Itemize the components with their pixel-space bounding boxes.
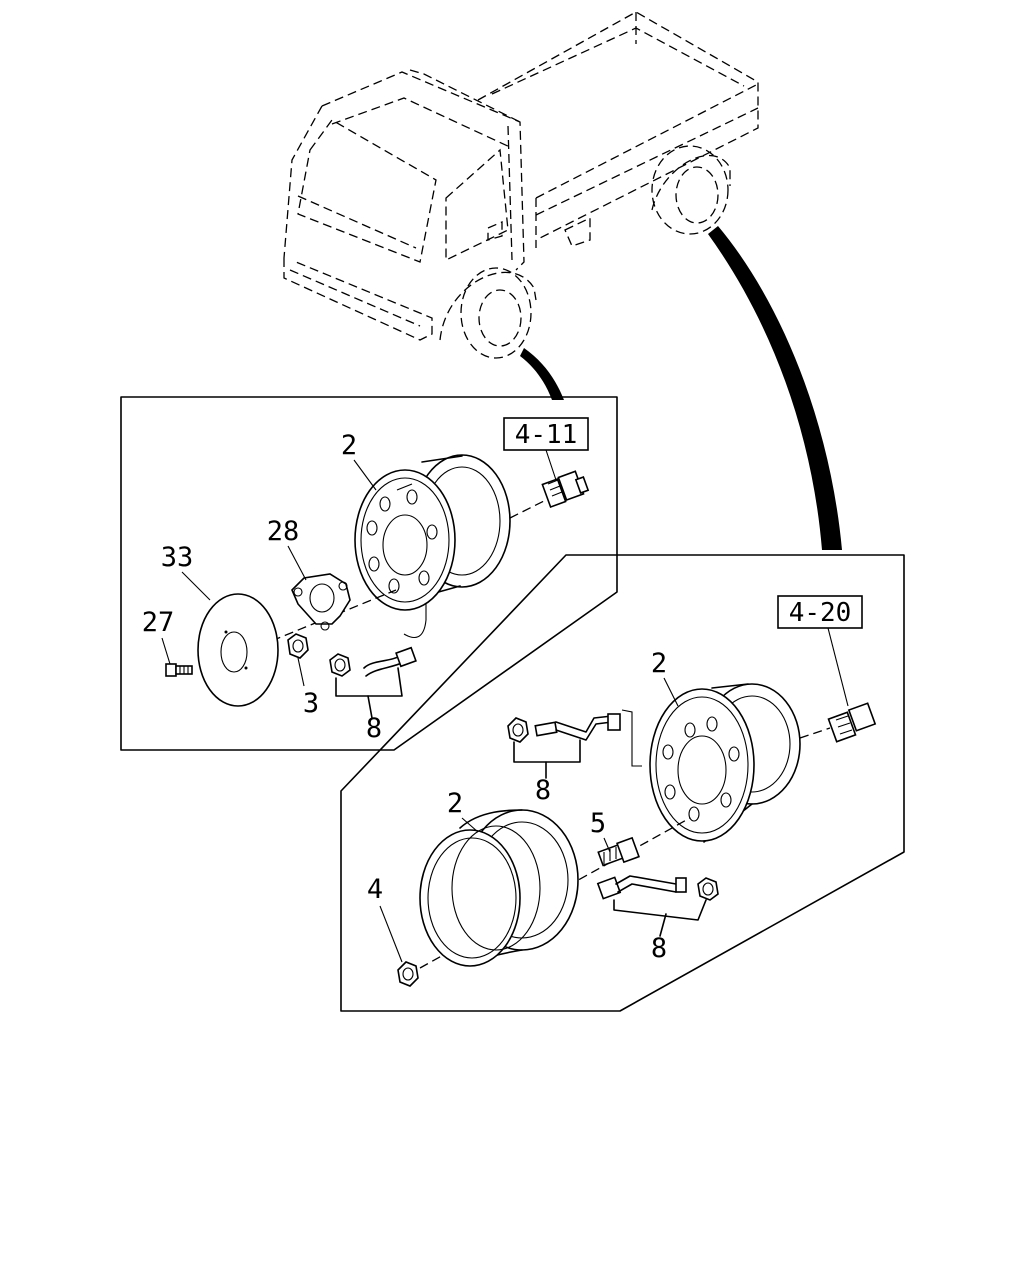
rear-valve-extension — [827, 702, 877, 743]
truck-illustration — [283, 11, 759, 359]
rear-wheel-assembly — [397, 683, 877, 987]
front-hub-cap-callout: 28 — [267, 516, 300, 547]
rear-ref-box: 4-20 — [777, 595, 863, 629]
rear-nut — [397, 961, 419, 987]
rear-stud — [597, 836, 640, 867]
front-valve-set — [329, 604, 427, 719]
rear-valve-set-lower-callout: 8 — [651, 933, 667, 964]
front-disc — [197, 593, 279, 707]
rear-ref-label: 4-20 — [789, 598, 852, 628]
rear-outer-wheel-callout: 2 — [651, 648, 667, 679]
rear-inner-wheel-callout: 2 — [447, 788, 463, 819]
rear-valve-set-upper-callout: 8 — [535, 775, 551, 806]
rear-stud-callout: 5 — [590, 808, 606, 839]
front-wheel-assembly — [165, 454, 590, 719]
front-wheel-panel — [120, 396, 618, 751]
rear-valve-set-lower — [596, 875, 719, 937]
front-hub-cap — [291, 573, 351, 631]
front-valve-extension — [541, 470, 590, 509]
rear-nut-callout: 4 — [367, 874, 383, 905]
front-bolt-callout: 27 — [142, 607, 175, 638]
front-ref-label: 4-11 — [515, 420, 578, 450]
rear-valve-set-upper — [507, 709, 642, 779]
front-wheel-callout: 2 — [341, 430, 357, 461]
front-nut — [287, 633, 309, 659]
front-bolt — [165, 663, 193, 677]
front-nut-callout: 3 — [303, 688, 319, 719]
front-ref-box: 4-11 — [503, 417, 589, 451]
rear-wheel-pointer — [708, 226, 842, 550]
front-valve-set-callout: 8 — [366, 713, 382, 744]
front-wheel-pointer — [520, 348, 564, 400]
front-disc-callout: 33 — [161, 542, 194, 573]
rear-wheel-panel — [340, 554, 905, 1012]
